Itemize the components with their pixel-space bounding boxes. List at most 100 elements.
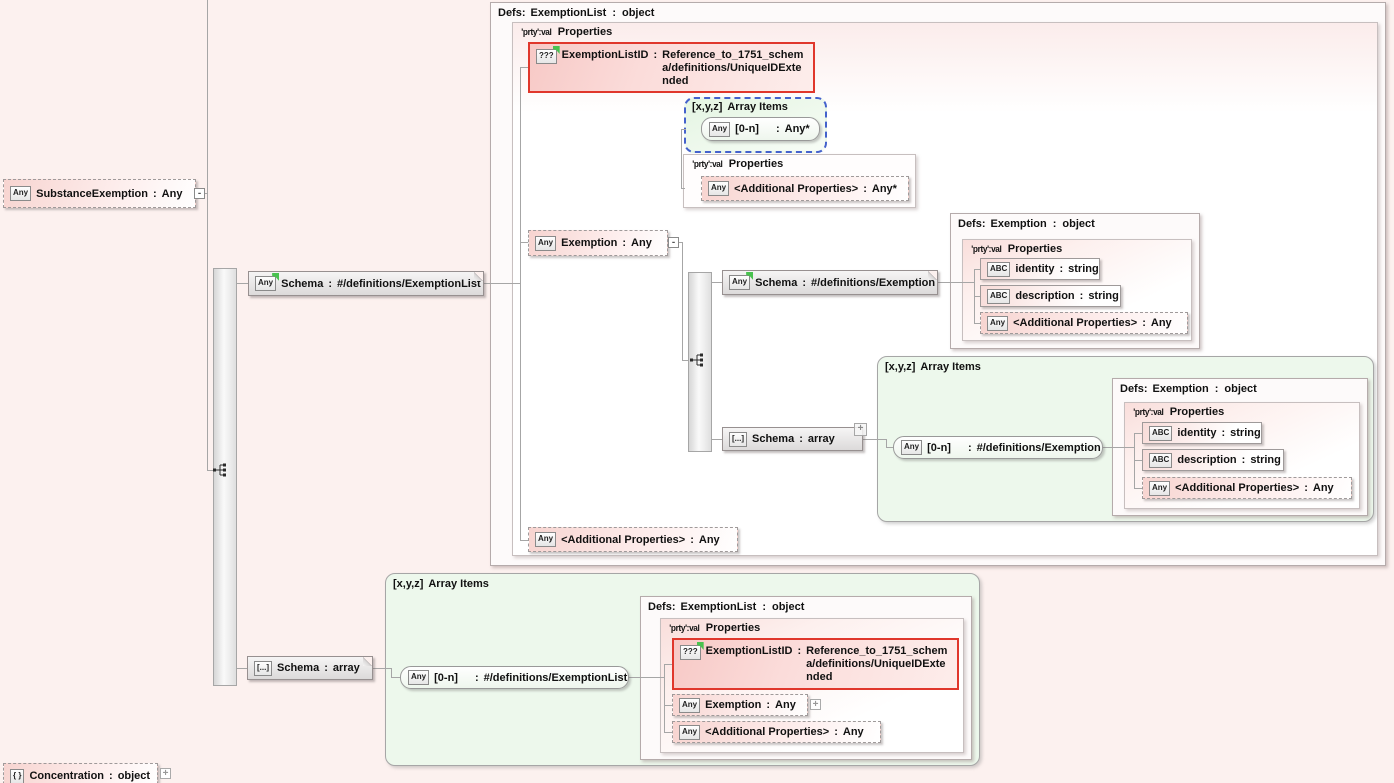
array-item-0n-exemption-list[interactable]: Any [0-n] : #/definitions/ExemptionList — [400, 666, 629, 689]
node-name: SubstanceExemption — [36, 187, 148, 200]
node-exemption-any[interactable]: Any Exemption : Any — [672, 694, 808, 716]
connector-line — [974, 269, 980, 270]
defs-type: object — [1062, 218, 1095, 230]
node-identity[interactable]: ABC identity : string — [980, 258, 1100, 280]
node-exemption-list-id[interactable]: ??? ExemptionListID : Reference_to_1751_… — [672, 638, 959, 690]
node-type: Any* — [871, 182, 897, 195]
sequence-bar[interactable] — [688, 272, 712, 452]
array-item-0n-exemption[interactable]: Any [0-n] : #/definitions/Exemption — [893, 436, 1103, 459]
colon: : — [1079, 290, 1084, 302]
node-additional-properties[interactable]: Any <Additional Properties> : Any — [980, 312, 1188, 334]
colon: : — [797, 645, 802, 657]
node-type: #/definitions/Exemption — [976, 441, 1101, 454]
connector-line — [664, 705, 672, 706]
collapse-toggle-icon[interactable]: - — [668, 237, 679, 248]
connector-line — [237, 668, 247, 669]
collapse-toggle-icon[interactable]: - — [194, 188, 205, 199]
node-name: <Additional Properties> — [561, 533, 686, 546]
fold-corner-icon — [928, 271, 937, 280]
node-description[interactable]: ABC description : string — [1142, 449, 1284, 471]
node-name: <Additional Properties> — [1175, 482, 1300, 494]
colon: : — [1221, 427, 1226, 439]
node-name: description — [1015, 290, 1075, 302]
node-name: ExemptionListID — [705, 645, 793, 657]
node-type: Any — [1312, 482, 1334, 494]
fold-corner-icon — [363, 657, 372, 666]
connector-line — [1103, 447, 1134, 448]
node-description[interactable]: ABC description : string — [980, 285, 1121, 307]
node-substance-exemption[interactable]: Any SubstanceExemption : Any — [3, 179, 196, 208]
any-type-badge: Any — [255, 273, 280, 291]
any-type-badge: Any — [10, 186, 32, 201]
properties-header: 'prty':val Properties — [691, 158, 783, 170]
expand-toggle-icon[interactable]: + — [160, 768, 171, 779]
node-type: Reference_to_1751_schema/definitions/Uni… — [806, 645, 948, 683]
node-type: Any — [631, 237, 652, 249]
defs-name: Exemption — [990, 218, 1047, 230]
array-items-header: [x,y,z] Array Items — [393, 578, 489, 590]
node-name: Exemption — [561, 237, 618, 249]
connector-line — [520, 242, 528, 243]
defs-type: object — [621, 7, 655, 19]
node-concentration[interactable]: { } Concentration : object — [3, 763, 158, 783]
schema-ref-exemption-list[interactable]: Any Schema : #/definitions/ExemptionList — [248, 271, 484, 296]
node-additional-properties[interactable]: Any <Additional Properties> : Any — [672, 721, 881, 743]
colon: : — [799, 433, 803, 445]
connector-line — [974, 323, 980, 324]
any-type-badge: Any — [535, 532, 557, 547]
node-name: Exemption — [705, 699, 762, 711]
modified-flag-icon — [272, 273, 280, 281]
node-type: string — [1230, 427, 1261, 439]
node-exemption-any[interactable]: Any Exemption : Any — [528, 230, 668, 256]
node-identity[interactable]: ABC identity : string — [1142, 422, 1262, 444]
node-type: #/definitions/ExemptionList — [483, 671, 628, 684]
array-items-header: [x,y,z] Array Items — [885, 361, 981, 373]
node-type: #/definitions/Exemption — [811, 276, 936, 289]
any-type-badge: Any — [408, 670, 430, 685]
node-exemption-list-id[interactable]: ??? ExemptionListID : Reference_to_1751_… — [528, 42, 815, 93]
schema-ref-exemption[interactable]: Any Schema : #/definitions/Exemption — [722, 270, 938, 295]
properties-label: Properties — [705, 622, 761, 634]
node-additional-properties[interactable]: Any <Additional Properties> : Any — [1142, 477, 1352, 499]
any-type-badge: Any — [679, 724, 701, 740]
colon: : — [328, 277, 332, 290]
string-type-badge: ABC — [1149, 452, 1173, 468]
connector-line — [520, 67, 528, 68]
expand-toggle-icon[interactable]: + — [810, 699, 821, 710]
expand-fold-icon[interactable]: + — [854, 423, 867, 436]
node-additional-properties-star[interactable]: Any <Additional Properties> : Any* — [701, 176, 909, 201]
sequence-bar[interactable] — [213, 268, 237, 686]
node-type: string — [1250, 454, 1281, 466]
node-name: <Additional Properties> — [1013, 317, 1138, 329]
connector-line — [681, 129, 686, 130]
node-type: array — [807, 433, 835, 445]
defs-keyword: Defs: — [1120, 383, 1148, 395]
branch-icon — [213, 463, 226, 477]
array-item-0n-any[interactable]: Any [0-n] : Any* — [701, 117, 820, 141]
connector-line — [207, 0, 208, 471]
connector-line — [863, 439, 887, 440]
array-items-label: Array Items — [727, 101, 788, 113]
node-name: [0-n] — [735, 123, 759, 135]
node-additional-properties[interactable]: Any <Additional Properties> : Any — [528, 527, 738, 552]
string-type-badge: ABC — [1149, 425, 1173, 441]
properties-badge: 'prty':val — [521, 27, 552, 37]
colon: : — [612, 7, 616, 19]
defs-keyword: Defs: — [958, 218, 986, 230]
tree-line — [681, 129, 682, 189]
colon: : — [775, 123, 780, 135]
colon: : — [766, 699, 771, 711]
connector-line — [712, 282, 722, 283]
properties-header: 'prty':val Properties — [1132, 406, 1224, 418]
properties-header: 'prty':val Properties — [520, 26, 612, 38]
defs-name: Exemption — [1152, 383, 1209, 395]
node-type: Any — [698, 533, 720, 546]
colon: : — [863, 182, 867, 195]
connector-line — [682, 242, 683, 361]
node-name: <Additional Properties> — [705, 726, 830, 738]
node-type: Any — [1150, 317, 1172, 329]
properties-header: 'prty':val Properties — [668, 622, 760, 634]
node-name: description — [1177, 454, 1237, 466]
schema-array[interactable]: [...] Schema : array + — [722, 423, 867, 451]
schema-array[interactable]: [...] Schema : array — [247, 656, 373, 680]
